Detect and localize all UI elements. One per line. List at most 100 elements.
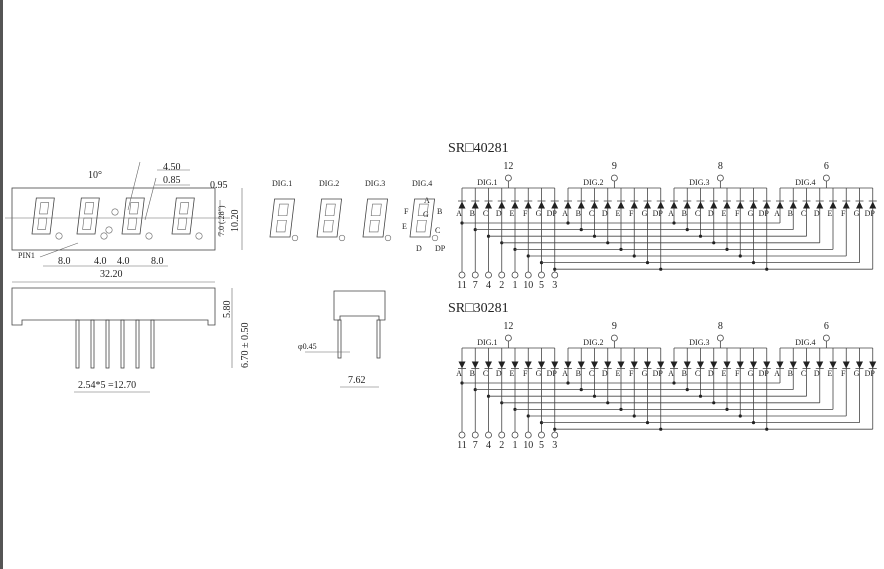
digit-glyph-3 — [362, 198, 389, 238]
segment-label: DP — [653, 209, 664, 218]
segment-label: A — [456, 209, 462, 218]
row-spacing-label: 7.62 — [348, 375, 366, 386]
segment-pin-terminal — [551, 431, 559, 439]
segment-label: DP — [865, 209, 876, 218]
diode-icon — [458, 201, 466, 209]
diode-icon — [538, 361, 545, 369]
segment-pin-label: 2 — [499, 440, 504, 451]
segment-label: DP — [865, 369, 876, 378]
segment-label: B — [576, 369, 581, 378]
digit-label-4: DIG.4 — [412, 179, 432, 188]
diode-icon — [644, 201, 651, 209]
legend-f: F — [404, 207, 409, 216]
segment-label: G — [536, 209, 542, 218]
segment-pin-terminal — [511, 271, 519, 279]
legend-e: E — [402, 222, 407, 231]
digit-pin-terminal — [610, 334, 618, 342]
segment-label: B — [682, 209, 687, 218]
segment-pin-terminal — [471, 271, 479, 279]
angle-label: 10° — [88, 170, 102, 181]
segment-label: F — [523, 369, 528, 378]
dim-0-85: 0.85 — [163, 175, 181, 186]
segment-label: C — [695, 209, 700, 218]
width-label: 32.20 — [100, 269, 123, 280]
legend-g: G — [423, 210, 429, 219]
pin-diameter-label: φ0.45 — [298, 342, 317, 351]
segment-label: DP — [547, 209, 558, 218]
digit-label: DIG.2 — [583, 338, 603, 347]
digit-pin-label: 8 — [718, 161, 723, 172]
diode-icon — [750, 201, 757, 209]
segment-label: A — [668, 209, 674, 218]
segment-label: G — [854, 369, 860, 378]
diode-icon — [842, 361, 850, 369]
decimal-point-4 — [195, 232, 203, 240]
segment-pin-label: 3 — [552, 280, 557, 291]
part-number: SR□30281 — [448, 301, 509, 316]
front-digit-4-upper — [179, 202, 190, 215]
segment-label: E — [722, 369, 727, 378]
junction-dot — [606, 241, 610, 245]
segment-pin-terminal — [471, 431, 479, 439]
diode-icon — [458, 361, 466, 369]
lead-pin — [120, 319, 125, 369]
segment-label: F — [629, 209, 634, 218]
diode-icon — [604, 361, 612, 369]
diode-icon — [511, 201, 519, 209]
segment-label: E — [616, 369, 621, 378]
segment-label: F — [841, 369, 846, 378]
end-body-outline — [333, 290, 386, 321]
digit-label: DIG.4 — [795, 338, 815, 347]
digit-glyph-3-upper — [370, 203, 382, 217]
digit-glyph-2-lower — [322, 219, 334, 233]
segment-pin-label: 4 — [486, 280, 491, 291]
segment-pin-label: 11 — [457, 440, 467, 451]
junction-dot — [698, 394, 703, 398]
spacing-1: 8.0 — [58, 256, 71, 267]
diode-icon — [498, 361, 506, 369]
lead-pin — [105, 319, 110, 369]
junction-dot — [566, 381, 570, 385]
segment-pin-label: 2 — [499, 280, 504, 291]
diode-icon — [577, 201, 585, 209]
colon-dot-upper — [111, 208, 119, 216]
digit-dp-4 — [431, 234, 439, 242]
segment-label: D — [602, 369, 608, 378]
legend-b: B — [437, 207, 442, 216]
digit-glyph-1-lower — [275, 219, 287, 233]
segment-pin-terminal — [485, 431, 492, 439]
segment-label: G — [748, 209, 754, 218]
diode-icon — [776, 201, 784, 209]
decimal-point-2 — [100, 232, 108, 240]
digit-pin-terminal — [504, 334, 512, 342]
junction-dot — [738, 414, 742, 418]
segment-label: E — [828, 209, 833, 218]
segment-pin-label: 11 — [457, 280, 467, 291]
segment-label: D — [496, 369, 502, 378]
dim-0-95: 0.95 — [210, 180, 228, 191]
diode-icon — [564, 361, 572, 369]
junction-dot — [751, 421, 756, 425]
digit-glyph-3-lower — [368, 219, 380, 233]
segment-pin-label: 1 — [513, 280, 518, 291]
segment-label: A — [774, 369, 780, 378]
digit-glyph-1 — [269, 198, 296, 238]
front-digit-2-lower — [82, 217, 93, 230]
segment-pin-terminal — [551, 271, 559, 279]
segment-label: E — [510, 369, 515, 378]
segment-label: D — [496, 209, 502, 218]
junction-dot — [685, 228, 689, 232]
diode-icon — [723, 361, 731, 369]
dim-4-50: 4.50 — [163, 162, 181, 173]
front-digit-4-lower — [177, 217, 188, 230]
junction-dot — [619, 407, 623, 411]
segment-label: G — [642, 209, 648, 218]
diode-icon — [683, 361, 691, 369]
junction-dot — [645, 261, 650, 265]
segment-pin-label: 3 — [552, 440, 557, 451]
diode-icon — [710, 361, 718, 369]
lead-pin — [90, 319, 95, 369]
legend-d: D — [416, 244, 422, 253]
segment-label: C — [483, 369, 488, 378]
